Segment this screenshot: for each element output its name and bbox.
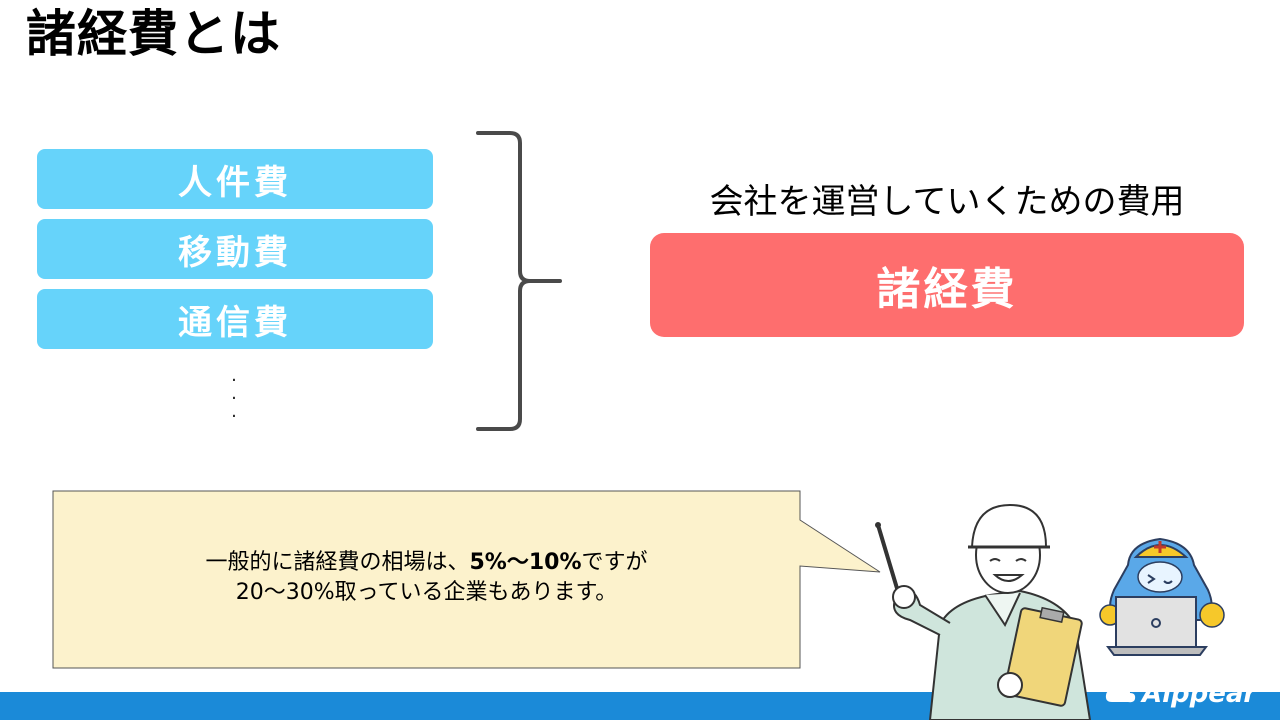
aippear-logo: Aippear [1104, 679, 1256, 709]
curly-brace-icon [476, 131, 562, 431]
item-communication-cost: 通信費 [37, 289, 433, 349]
ellipsis-dot: · [231, 406, 237, 427]
callout-line1-prefix: 一般的に諸経費の相場は、 [205, 550, 470, 575]
worker-illustration [875, 503, 1225, 720]
callout-text: 一般的に諸経費の相場は、5%〜10%ですが 20〜30%取っている企業もあります… [53, 548, 800, 608]
item-travel-cost: 移動費 [37, 219, 433, 279]
ellipsis: · · · [226, 372, 242, 426]
item-personnel-cost: 人件費 [37, 149, 433, 209]
ellipsis-dot: · [231, 388, 237, 409]
page-title: 諸経費とは [26, 5, 281, 63]
speech-bubble [52, 490, 881, 669]
result-box: 諸経費 [650, 233, 1244, 337]
logo-text: Aippear [1142, 679, 1257, 709]
callout-line-1: 一般的に諸経費の相場は、5%〜10%ですが [53, 548, 800, 578]
callout-line1-suffix: ですが [581, 550, 648, 575]
callout-line-2: 20〜30%取っている企業もあります。 [235, 580, 618, 605]
description-text: 会社を運営していくための費用 [709, 182, 1185, 222]
cloud-logo-icon [1105, 684, 1136, 703]
ellipsis-dot: · [231, 370, 237, 391]
callout-highlight: 5%〜10% [469, 550, 582, 575]
